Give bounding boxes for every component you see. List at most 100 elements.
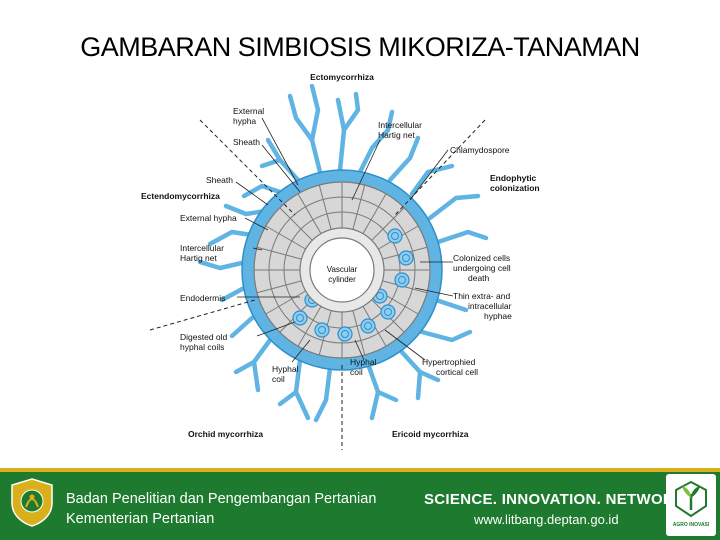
label-intercellular-hartig-left: Intercellular — [180, 243, 224, 253]
label-endodermis: Endodermis — [180, 293, 225, 303]
label-vascular: Vascular — [327, 265, 358, 274]
cell-wall — [371, 207, 405, 241]
hypha-branch — [427, 193, 481, 221]
agency-name-line2: Kementerian Pertanian — [66, 511, 215, 527]
hyphal-coil — [398, 276, 406, 284]
colonized-cell — [394, 272, 410, 288]
hypha-branch — [233, 359, 257, 375]
badge-text: AGRO INOVASI — [672, 522, 710, 528]
hyphal-coil — [364, 322, 372, 330]
label-sheath-top: Sheath — [233, 137, 260, 147]
hypha-branch — [313, 365, 333, 423]
label-intercellular-hartig-left-2: Hartig net — [180, 253, 217, 263]
colonized-cell — [337, 326, 353, 342]
label-intercellular-hartig-top-2: Hartig net — [378, 130, 415, 140]
label-hyphal-coil-right-2: coil — [350, 367, 363, 377]
label-colonized: Colonized cells — [453, 253, 510, 263]
hypha-branch — [309, 83, 323, 175]
label-thin-extra: Thin extra- and — [453, 291, 510, 301]
colonized-cell — [387, 228, 403, 244]
label-external-hypha-top: External — [233, 106, 264, 116]
label-hyphal-coil-left-2: coil — [272, 374, 285, 384]
label-thin-extra-3: hyphae — [484, 311, 512, 321]
agency-name-line1: Badan Penelitian dan Pengembangan Pertan… — [66, 491, 377, 507]
colonized-cell — [360, 318, 376, 334]
hypha-branch — [241, 183, 289, 199]
label-hypertrophied: Hypertrophied — [422, 357, 476, 367]
footer-tagline: SCIENCE. INNOVATION. NETWORKS — [424, 491, 696, 508]
footer-gold-band — [0, 468, 720, 472]
hypha-branch — [419, 329, 473, 343]
hypha-branch — [277, 389, 299, 407]
cell-wall — [279, 207, 313, 241]
colonized-cell — [292, 310, 308, 326]
hypha-branch — [229, 315, 255, 339]
sector-dividers — [149, 119, 486, 450]
agro-inovasi-badge: AGRO INOVASI — [666, 474, 716, 536]
label-vascular-2: cylinder — [328, 275, 356, 284]
cell-wall — [297, 193, 322, 234]
hypha-branch — [417, 369, 441, 383]
label-external-hypha-left: External hypha — [180, 213, 237, 223]
colonized-cells — [292, 228, 414, 342]
colonized-cell — [380, 304, 396, 320]
hypha-branch — [409, 163, 455, 197]
label-hypertrophied-2: cortical cell — [436, 367, 478, 377]
label-chlamydospore: Chlamydospore — [450, 145, 510, 155]
hypha-branch — [251, 337, 273, 393]
cell-wall — [256, 280, 302, 294]
hyphal-coil — [318, 326, 326, 334]
cell-wall — [352, 184, 366, 230]
hypha-branch — [375, 389, 399, 403]
label-sheath-left: Sheath — [206, 175, 233, 185]
vascular-cylinder — [309, 237, 375, 303]
hyphal-coil — [384, 308, 392, 316]
label-hyphal-coil-left: Hyphal — [272, 364, 299, 374]
cell-wall — [297, 306, 322, 347]
cell-wall — [318, 184, 332, 230]
label-external-hypha-top-2: hypha — [233, 116, 256, 126]
hypha-branch — [433, 297, 469, 313]
hypha-branch — [397, 347, 423, 401]
cell-ring — [268, 196, 416, 344]
label-hyphal-coil-right: Hyphal — [350, 357, 377, 367]
colonized-cell — [398, 250, 414, 266]
hypha-branch — [335, 97, 347, 173]
cell-wall — [256, 246, 302, 260]
leader-lines — [235, 117, 454, 363]
slide-title: GAMBARAN SIMBIOSIS MIKORIZA-TANAMAN — [80, 32, 640, 62]
hyphal-coil — [341, 330, 349, 338]
cell-wall — [265, 225, 306, 250]
label-endophytic-2: colonization — [490, 183, 540, 193]
hypha-branch — [265, 137, 301, 183]
hyphal-coil — [296, 314, 304, 322]
hyphal-coil — [391, 232, 399, 240]
cell-wall — [362, 193, 387, 234]
hypha-branch — [197, 259, 249, 271]
agro-inovasi-logo-icon — [675, 480, 707, 518]
footer-url: www.litbang.deptan.go.id — [474, 512, 619, 527]
label-colonized-3: death — [468, 273, 490, 283]
hypha-branch — [259, 157, 283, 169]
label-intercellular-hartig-top: Intercellular — [378, 120, 422, 130]
label-ectendomycorrhiza: Ectendomycorrhiza — [141, 191, 220, 201]
hypha-branch — [341, 91, 361, 133]
footer-bar: Badan Penelitian dan Pengembangan Pertan… — [0, 468, 720, 540]
label-digested-2: hyphal coils — [180, 342, 224, 352]
mycorrhiza-diagram: Ectomycorrhiza External hypha Sheath Int… — [141, 72, 540, 450]
hyphal-coil — [402, 254, 410, 262]
hypha-branch — [387, 135, 421, 183]
cell-wall — [352, 310, 366, 356]
hyphal-coil — [376, 292, 384, 300]
cortex-cells — [254, 182, 430, 358]
hypha-branch — [287, 93, 315, 143]
label-orchid: Orchid mycorrhiza — [188, 429, 263, 439]
label-colonized-2: undergoing cell — [453, 263, 511, 273]
colonized-cell — [314, 322, 330, 338]
label-ericoid: Ericoid mycorrhiza — [392, 429, 469, 439]
hypha-branch — [435, 229, 489, 245]
label-ectomycorrhiza: Ectomycorrhiza — [310, 72, 374, 82]
ministry-logo-icon — [11, 478, 53, 527]
label-thin-extra-2: intracellular — [468, 301, 512, 311]
hypha-branch — [357, 109, 395, 175]
